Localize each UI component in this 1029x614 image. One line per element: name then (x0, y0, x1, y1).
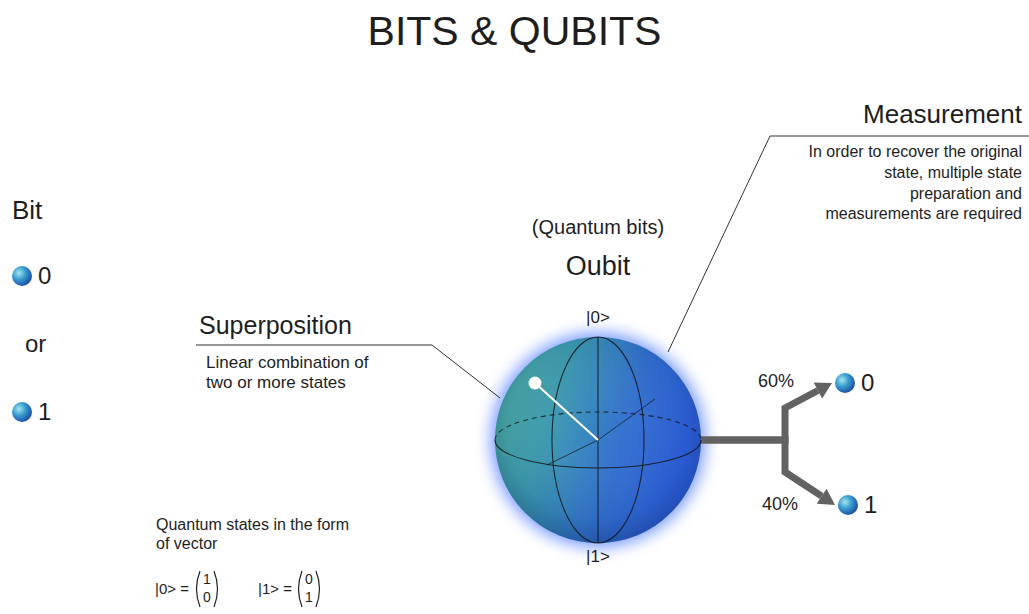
vector-entry: 1 (202, 571, 212, 587)
vector-label: |0> = (155, 580, 189, 597)
state-vector (535, 383, 598, 440)
heading: Bit (12, 196, 42, 226)
sphere-grid (547, 440, 598, 465)
node-shape (495, 337, 701, 543)
leader-line (196, 345, 500, 398)
note: Quantum states in the form of vector (156, 515, 356, 553)
vector-entry: 0 (304, 571, 314, 587)
vector-bracket (197, 571, 201, 607)
vector-entry: 1 (304, 589, 314, 605)
node-text: |1> (495, 547, 701, 567)
qubit-ball (12, 402, 32, 422)
connector-word: or (25, 330, 46, 358)
arrow-line (701, 391, 818, 440)
arrow-head (817, 489, 835, 505)
probability-label: 40% (760, 494, 800, 516)
node-shape (12, 266, 32, 286)
leader-line (668, 136, 1029, 352)
qubit-sphere: (Quantum bits)Oubit|0>|1> (495, 337, 701, 543)
bit-ball: 1 (12, 402, 32, 422)
description: Linear combination of two or more states (206, 353, 396, 394)
heading: Measurement (790, 100, 1022, 130)
node-text: |0> (495, 308, 701, 328)
node-text: 0 (861, 369, 874, 397)
node-text: 1 (864, 491, 877, 519)
qubit-ball (838, 495, 858, 515)
probability-label: 60% (756, 371, 796, 393)
bit-ball: 0 (835, 373, 855, 393)
arrow-head (814, 383, 832, 399)
node-text: (Quantum bits) (495, 216, 701, 239)
vector-label: |1> = (258, 580, 292, 597)
node-shape (838, 495, 858, 515)
qubit-ball (12, 266, 32, 286)
arrow-line (701, 440, 822, 496)
node-shape (835, 373, 855, 393)
bit-ball: 0 (12, 266, 32, 286)
vector-bracket (214, 571, 218, 607)
node-text: 0 (38, 262, 51, 290)
sphere-shade (495, 337, 701, 543)
node-text: Oubit (495, 251, 701, 282)
bit-ball: 1 (838, 495, 858, 515)
qubit-ball (835, 373, 855, 393)
state-point (529, 377, 542, 390)
vector-entry: 0 (202, 589, 212, 605)
heading: Superposition (199, 311, 352, 340)
vector-bracket (299, 571, 303, 607)
vector-bracket (316, 571, 320, 607)
sphere-grid (598, 399, 655, 440)
description: In order to recover the original state, … (805, 142, 1022, 225)
bloch-sphere (495, 337, 701, 543)
node-shape (12, 402, 32, 422)
title: BITS & QUBITS (0, 8, 1029, 55)
node-text: 1 (38, 398, 51, 426)
sphere-glow (491, 333, 705, 547)
